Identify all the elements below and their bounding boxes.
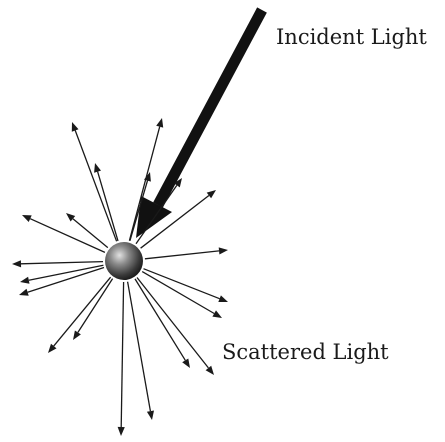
scattered-ray-arrowhead [22, 215, 32, 222]
scattered-ray [29, 265, 104, 280]
scattered-ray [135, 279, 185, 360]
incident-light-label: Incident Light [276, 25, 427, 49]
scattered-ray-arrowhead [218, 295, 228, 302]
scattered-ray [98, 172, 118, 241]
scattered-ray-arrowhead [147, 411, 154, 421]
particle-sphere [105, 242, 143, 280]
scattered-ray [54, 277, 111, 346]
scattered-ray [121, 282, 123, 427]
scattered-ray-arrowhead [182, 359, 190, 369]
scattered-ray-arrowhead [212, 310, 222, 318]
scattered-ray-arrowhead [118, 427, 125, 436]
scattered-ray [73, 219, 108, 248]
scattered-ray [21, 262, 103, 264]
scattered-ray [145, 251, 219, 259]
scattered-ray [128, 282, 151, 411]
scattered-ray [28, 268, 104, 293]
scattered-ray-arrowhead [12, 260, 21, 267]
scattered-ray [75, 130, 116, 241]
scattered-light-label: Scattered Light [222, 340, 389, 364]
scattered-ray [78, 279, 113, 333]
scattered-ray-arrowhead [219, 247, 228, 254]
scattered-ray-arrowhead [73, 331, 81, 341]
scattered-ray [137, 278, 208, 368]
scattered-ray-arrowhead [20, 277, 30, 284]
scattered-ray-arrowhead [72, 122, 79, 132]
scattered-ray-arrowhead [207, 190, 216, 198]
scattered-ray-arrowhead [206, 366, 214, 375]
scattered-ray-arrowhead [94, 163, 101, 173]
scattered-ray-arrowhead [156, 118, 163, 128]
scattered-ray-arrowhead [19, 289, 29, 296]
